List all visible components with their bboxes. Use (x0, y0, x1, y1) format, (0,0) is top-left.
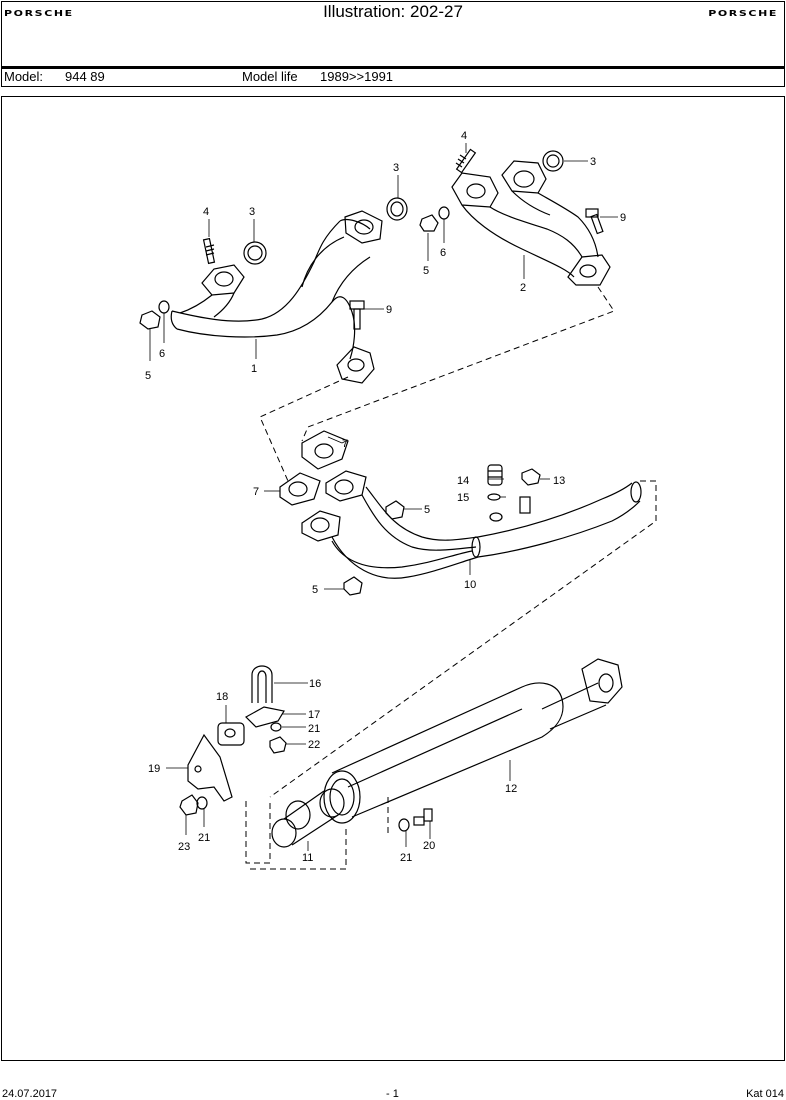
part-5-nut-b (419, 214, 439, 232)
brand-logo-right: PORSCHE (708, 9, 778, 19)
callout-21-b: 21 (198, 832, 210, 844)
callout-5-a: 5 (423, 265, 429, 277)
part-6-washer-a (158, 300, 170, 314)
footer-page-number: - 1 (386, 1088, 399, 1100)
part-1-manifold-left (170, 210, 383, 384)
callout-9-a: 9 (386, 304, 392, 316)
part-3-gasket-a (243, 241, 267, 265)
model-info-row: Model: 944 89 Model life 1989>>1991 (1, 69, 785, 87)
callout-7-a: 7 (342, 438, 348, 450)
part-13-nut (521, 468, 541, 486)
brand-logo-left: PORSCHE (4, 9, 74, 19)
callout-6-b: 6 (159, 348, 165, 360)
part-15-washer (487, 493, 501, 501)
callout-19: 19 (148, 763, 160, 775)
part-16-u-bolt (251, 665, 273, 703)
callout-22: 22 (308, 739, 320, 751)
exhaust-parts-diagram: 4 3 3 4 3 9 9 5 6 2 6 5 1 7 7 14 13 15 5… (139, 130, 657, 870)
model-label: Model: (4, 69, 44, 84)
callout-4-b: 4 (461, 130, 467, 142)
leader-lines (149, 143, 618, 851)
callout-labels: 4 3 3 4 3 9 9 5 6 2 6 5 1 7 7 14 13 15 5… (145, 130, 626, 864)
callout-4-a: 4 (203, 206, 209, 218)
diagram-frame: 4 3 3 4 3 9 9 5 6 2 6 5 1 7 7 14 13 15 5… (1, 96, 785, 1061)
callout-7-b: 7 (253, 486, 259, 498)
part-21-washer-a (196, 796, 208, 810)
callout-6-a: 6 (440, 247, 446, 259)
part-drawings (139, 148, 642, 848)
part-2-manifold-right (451, 160, 611, 286)
callout-13: 13 (553, 475, 565, 487)
part-7-gasket-lower (279, 472, 321, 506)
illustration-title: Illustration: 202-27 (323, 2, 463, 21)
callout-10: 10 (464, 579, 476, 591)
callout-15: 15 (457, 492, 469, 504)
callout-18: 18 (216, 691, 228, 703)
part-7-gasket-upper (301, 430, 349, 470)
header-divider (1, 66, 785, 69)
part-21-washer-c (398, 818, 410, 832)
callout-12: 12 (505, 783, 517, 795)
model-value: 944 89 (65, 69, 105, 84)
part-6-washer-b (438, 206, 450, 220)
header-box (1, 1, 785, 67)
part-5-nut-d (343, 576, 363, 596)
callout-1: 1 (251, 363, 257, 375)
callout-9-b: 9 (620, 212, 626, 224)
part-4-stud-b (455, 148, 477, 174)
callout-23: 23 (178, 841, 190, 853)
part-12-muffler (323, 658, 623, 824)
part-22-nut (269, 736, 287, 754)
callout-3-b: 3 (393, 162, 399, 174)
callout-5-c: 5 (424, 504, 430, 516)
part-9-bolt-b (585, 208, 604, 235)
callout-11: 11 (302, 852, 313, 864)
callout-21-a: 21 (308, 723, 320, 735)
part-4-stud-a (202, 237, 216, 265)
part-5-nut-a (139, 310, 161, 330)
callout-2: 2 (520, 282, 526, 294)
footer-date: 24.07.2017 (2, 1088, 58, 1100)
part-21-washer-b (270, 722, 282, 732)
part-3-gasket-b (386, 197, 408, 221)
model-life-label: Model life (242, 69, 298, 84)
part-9-bolt-a (349, 300, 365, 330)
part-23-nut (179, 794, 199, 816)
part-3-gasket-c (542, 150, 564, 172)
assembly-dash-lines (245, 286, 657, 870)
callout-14: 14 (457, 475, 469, 487)
callout-16: 16 (309, 678, 321, 690)
part-18-rubber-block (217, 722, 245, 746)
callout-20: 20 (423, 840, 435, 852)
callout-5-d: 5 (312, 584, 318, 596)
callout-3-c: 3 (590, 156, 596, 168)
part-10-front-pipe (301, 470, 642, 579)
callout-21-c: 21 (400, 852, 412, 864)
part-20-bolt (413, 808, 433, 826)
callout-17: 17 (308, 709, 320, 721)
footer-catalog: Kat 014 (746, 1088, 784, 1100)
part-19-bracket (187, 733, 233, 802)
part-11-clamp-sleeve (271, 788, 345, 848)
part-17-strap (245, 706, 285, 728)
model-life-value: 1989>>1991 (320, 69, 394, 84)
callout-3-a: 3 (249, 206, 255, 218)
part-14-rubber-mount (487, 464, 503, 486)
callout-5-b: 5 (145, 370, 151, 382)
